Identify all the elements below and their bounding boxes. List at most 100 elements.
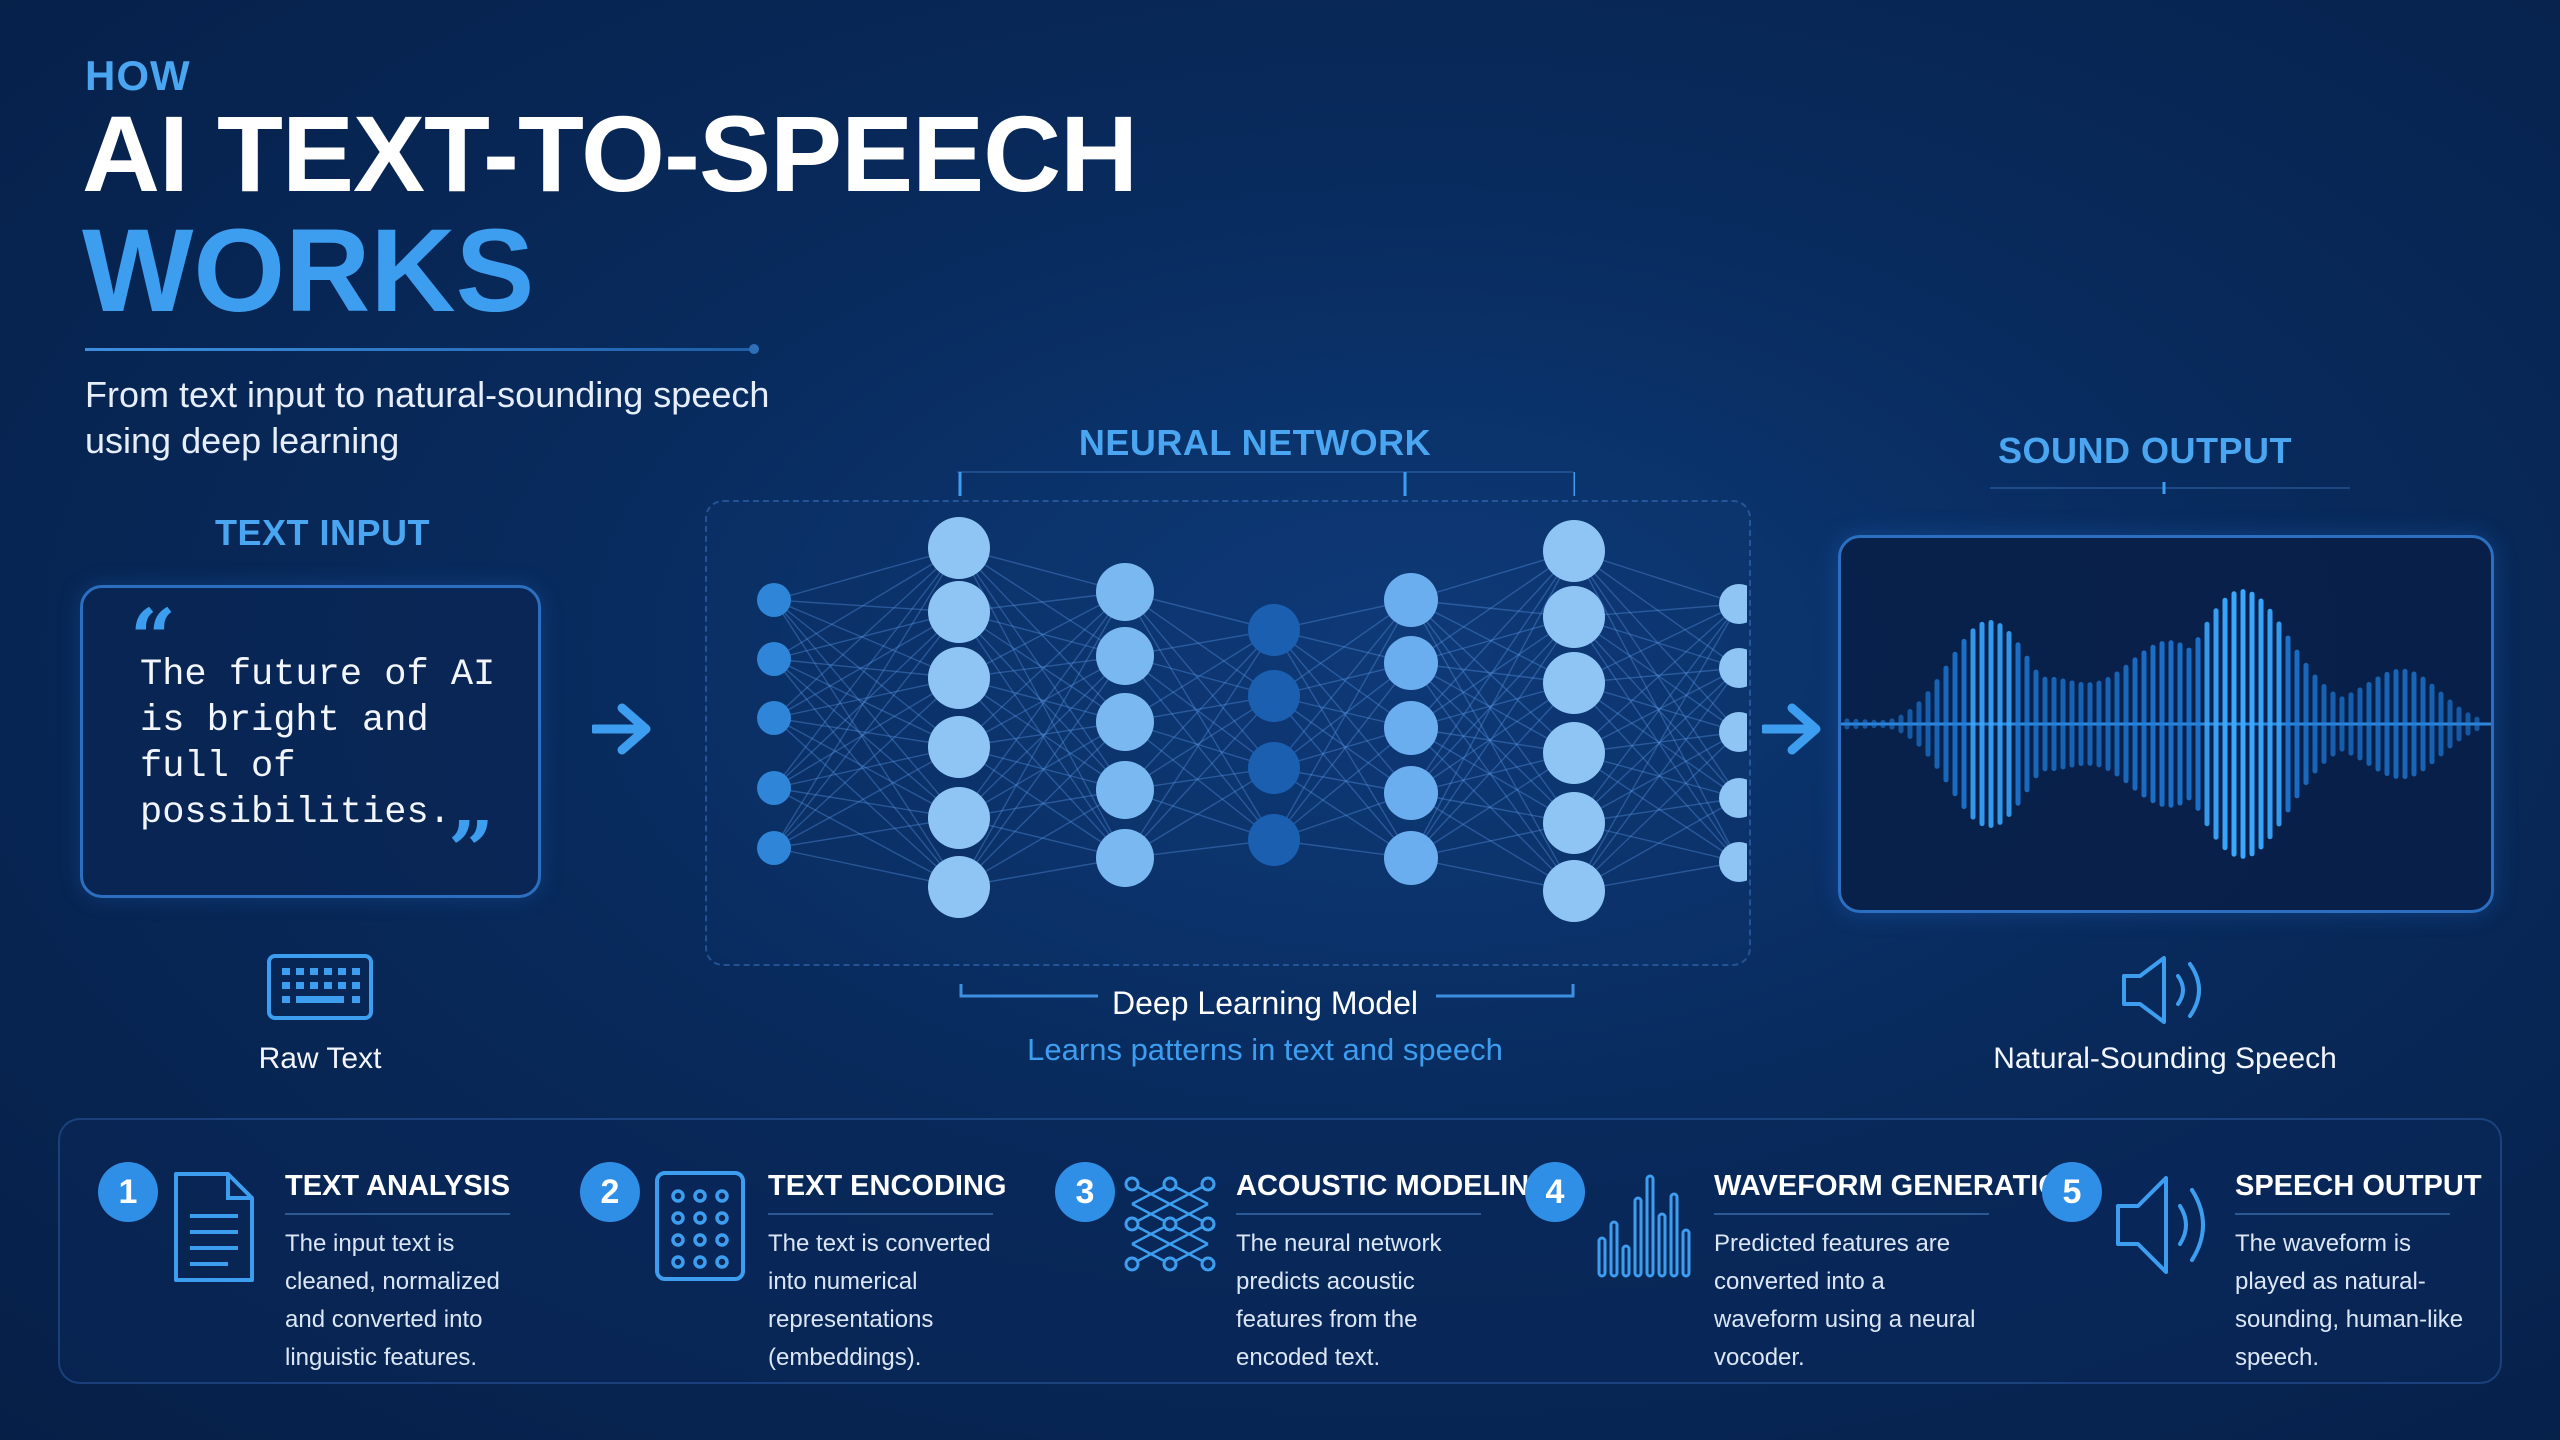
network-node bbox=[1096, 761, 1154, 819]
waveform-bar bbox=[1925, 691, 1931, 757]
waveform-bar bbox=[2438, 691, 2444, 757]
network-node bbox=[1384, 636, 1438, 690]
waveform-bar bbox=[2258, 598, 2264, 850]
network-ticks bbox=[957, 471, 1575, 496]
raw-text-caption: Raw Text bbox=[258, 1042, 382, 1075]
network-node bbox=[1384, 831, 1438, 885]
sound-ticks bbox=[1990, 482, 2350, 494]
waveform-bar bbox=[2096, 680, 2102, 768]
waveform-bar bbox=[2168, 640, 2174, 808]
waveform-bar bbox=[2213, 608, 2219, 840]
waveform-bar bbox=[1970, 628, 1976, 820]
step-description: The input text is cleaned, normalized an… bbox=[285, 1230, 500, 1371]
arrow-right-icon bbox=[592, 703, 651, 755]
waveform-bar bbox=[2087, 682, 2093, 766]
network-node bbox=[1543, 520, 1605, 582]
waveform-bar bbox=[2456, 706, 2462, 742]
waveform-bar bbox=[1952, 651, 1958, 797]
network-node bbox=[1719, 778, 1747, 818]
waveform-bar bbox=[1943, 665, 1949, 783]
network-node bbox=[1248, 670, 1300, 722]
network-node bbox=[1543, 586, 1605, 648]
network-node bbox=[928, 856, 990, 918]
network-node bbox=[1719, 842, 1747, 882]
network-node bbox=[757, 642, 791, 676]
waveform-bar bbox=[1934, 679, 1940, 769]
waveform-bar bbox=[2078, 681, 2084, 767]
waveform-bar bbox=[2303, 662, 2309, 786]
waveform-bar bbox=[2132, 657, 2138, 791]
waveform-bar bbox=[2114, 671, 2120, 777]
text-input-box bbox=[80, 585, 541, 898]
title-divider bbox=[85, 344, 759, 354]
waveform-bar bbox=[2060, 678, 2066, 770]
network-node bbox=[1384, 766, 1438, 820]
network-node bbox=[1543, 652, 1605, 714]
network-node bbox=[1719, 712, 1747, 752]
quote-close-icon: ” bbox=[448, 803, 495, 897]
network-node bbox=[1543, 722, 1605, 784]
network-node bbox=[928, 581, 990, 643]
sound-output-label: SOUND OUTPUT bbox=[1998, 430, 2292, 471]
title-line-2: WORKS bbox=[82, 205, 535, 337]
step-title: TEXT ANALYSIS bbox=[285, 1170, 511, 1202]
steps-panel bbox=[58, 1118, 2502, 1384]
waveform-bar bbox=[2159, 641, 2165, 807]
waveform-bar bbox=[2348, 692, 2354, 756]
step-number: 5 bbox=[2042, 1162, 2102, 1222]
waveform-bar bbox=[2177, 642, 2183, 806]
speech-waveform bbox=[1841, 589, 2491, 859]
waveform-bar bbox=[2015, 642, 2021, 806]
waveform-bar bbox=[1880, 719, 1886, 729]
waveform-bar bbox=[2312, 674, 2318, 774]
network-node bbox=[928, 716, 990, 778]
network-node bbox=[1719, 648, 1747, 688]
network-node bbox=[1096, 627, 1154, 685]
waveform-bar bbox=[1907, 708, 1913, 740]
subtitle: From text input to natural-sounding spee… bbox=[85, 374, 770, 461]
network-node bbox=[1248, 814, 1300, 866]
waveform-bar bbox=[2069, 680, 2075, 768]
waveform-bar bbox=[2006, 630, 2012, 818]
network-node bbox=[1543, 792, 1605, 854]
waveform-bar bbox=[2447, 699, 2453, 749]
waveform-bar bbox=[2123, 664, 2129, 784]
waveform-panel bbox=[1838, 535, 2494, 913]
waveform-bar bbox=[2186, 647, 2192, 801]
step-number: 4 bbox=[1525, 1162, 1585, 1222]
waveform-bar bbox=[2330, 691, 2336, 757]
step-title: SPEECH OUTPUT bbox=[2235, 1170, 2482, 1202]
network-node bbox=[1096, 693, 1154, 751]
neural-network-diagram bbox=[757, 517, 1747, 922]
step-description: The waveform is played as natural-soundi… bbox=[2235, 1230, 2464, 1371]
network-node bbox=[1543, 860, 1605, 922]
waveform-bar bbox=[1862, 719, 1868, 729]
waveform-bar bbox=[2429, 683, 2435, 765]
step-description: Predicted features are converted into a … bbox=[1714, 1230, 1976, 1371]
waveform-bar bbox=[2420, 676, 2426, 772]
arrow-right-icon bbox=[1762, 703, 1821, 755]
speaker-icon bbox=[2116, 1176, 2205, 1274]
waveform-bar bbox=[2474, 716, 2480, 732]
waveform-bar bbox=[2240, 589, 2246, 859]
waveform-bar bbox=[2411, 671, 2417, 777]
waveform-bar bbox=[2042, 676, 2048, 772]
waveform-bar bbox=[2375, 676, 2381, 772]
step-number: 1 bbox=[98, 1162, 158, 1222]
network-node bbox=[1248, 742, 1300, 794]
network-node bbox=[757, 583, 791, 617]
waveform-bar bbox=[2204, 621, 2210, 827]
document-icon bbox=[174, 1172, 254, 1282]
keyboard-icon bbox=[267, 954, 373, 1020]
step-title: TEXT ENCODING bbox=[768, 1170, 1007, 1202]
step-divider bbox=[2235, 1213, 2450, 1215]
model-bracket bbox=[959, 984, 1575, 998]
network-node bbox=[1384, 701, 1438, 755]
quote-open-icon: “ bbox=[130, 591, 177, 685]
step-title: ACOUSTIC MODELING bbox=[1236, 1170, 1552, 1202]
waveform-bar bbox=[2366, 681, 2372, 767]
waveform-bar bbox=[2276, 621, 2282, 827]
step-description: The text is converted into numerical rep… bbox=[768, 1230, 991, 1371]
text-input-label: TEXT INPUT bbox=[214, 512, 430, 553]
waveform-bar bbox=[2222, 597, 2228, 851]
